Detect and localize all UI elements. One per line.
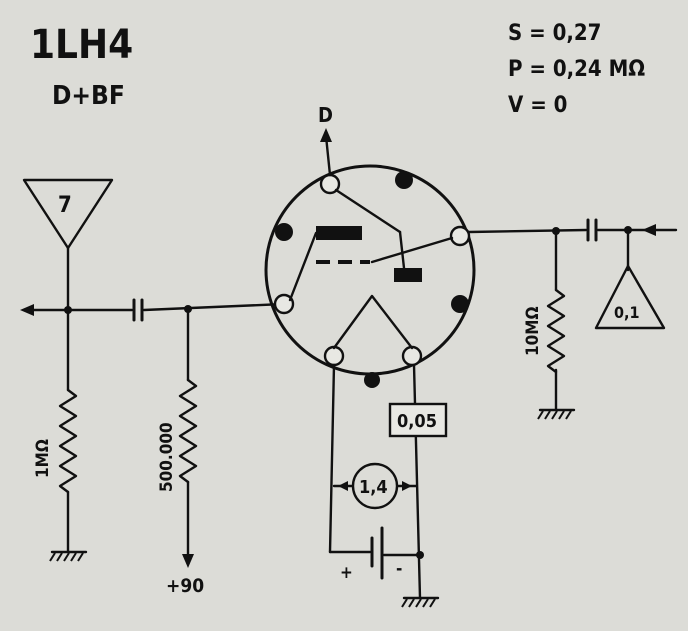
tube-pin xyxy=(401,345,423,367)
ground-icon xyxy=(49,550,88,562)
voltage-indicator: 1,4 xyxy=(332,462,418,510)
output-marker-label: 0,1 xyxy=(614,303,640,322)
diode-lead xyxy=(398,230,406,270)
detector-label: D xyxy=(318,103,333,127)
resistor-10m-label: 10MΩ xyxy=(523,306,543,356)
battery-icon xyxy=(370,526,384,580)
grid-lead xyxy=(288,231,318,302)
tube-pin xyxy=(449,225,471,247)
input-triangle-marker: 7 xyxy=(22,178,114,250)
tube-pin xyxy=(273,293,295,315)
filament-box-label: 0,05 xyxy=(397,411,437,432)
spec-p: P = 0,24 MΩ xyxy=(508,57,645,82)
resistor-10m: 10MΩ xyxy=(523,229,566,412)
grid-wire-b xyxy=(142,302,286,312)
tube-pin xyxy=(395,171,413,189)
resistor-500k-label: 500.000 xyxy=(157,422,177,492)
output-triangle-marker: 0,1 xyxy=(594,264,666,330)
resistor-1m: 1MΩ xyxy=(33,388,78,554)
detector-wire xyxy=(324,134,332,177)
ground-icon xyxy=(401,596,440,608)
diode-lead xyxy=(334,188,402,234)
tube-pin xyxy=(275,223,293,241)
battery-minus-label: - xyxy=(396,559,402,579)
filament-current-box: 0,05 xyxy=(388,402,448,438)
tube-pin xyxy=(323,345,345,367)
filament-wire-left xyxy=(328,363,336,554)
diode-anode xyxy=(316,226,362,240)
tube-plate xyxy=(394,268,422,282)
resistor-1m-label: 1MΩ xyxy=(33,439,53,478)
tube-pin xyxy=(364,372,380,388)
ground-icon xyxy=(537,408,576,420)
tube-filament xyxy=(332,294,414,350)
plate-wire xyxy=(467,228,588,234)
spec-s: S = 0,27 xyxy=(508,21,601,46)
tube-pin xyxy=(451,295,469,313)
filament-wire-right xyxy=(412,363,422,600)
plate-supply-label: +90 xyxy=(166,575,204,597)
input-marker-label: 7 xyxy=(58,193,72,218)
arrow-left-icon xyxy=(20,304,34,316)
arrow-down-icon xyxy=(182,554,194,568)
spec-v: V = 0 xyxy=(508,93,567,118)
tube-function-subtitle: D+BF xyxy=(52,81,125,111)
coupling-capacitor-right xyxy=(586,218,598,242)
arrow-up-icon xyxy=(320,128,332,142)
coupling-capacitor-left xyxy=(132,298,144,322)
battery-plus-label: + xyxy=(340,563,353,583)
resistor-500k: 500.000 xyxy=(157,307,198,558)
voltage-label: 1,4 xyxy=(359,477,388,498)
vacuum-tube xyxy=(264,164,476,388)
tube-type-title: 1LH4 xyxy=(30,22,133,68)
arrow-left-icon xyxy=(642,224,656,236)
plate-lead xyxy=(370,236,454,264)
